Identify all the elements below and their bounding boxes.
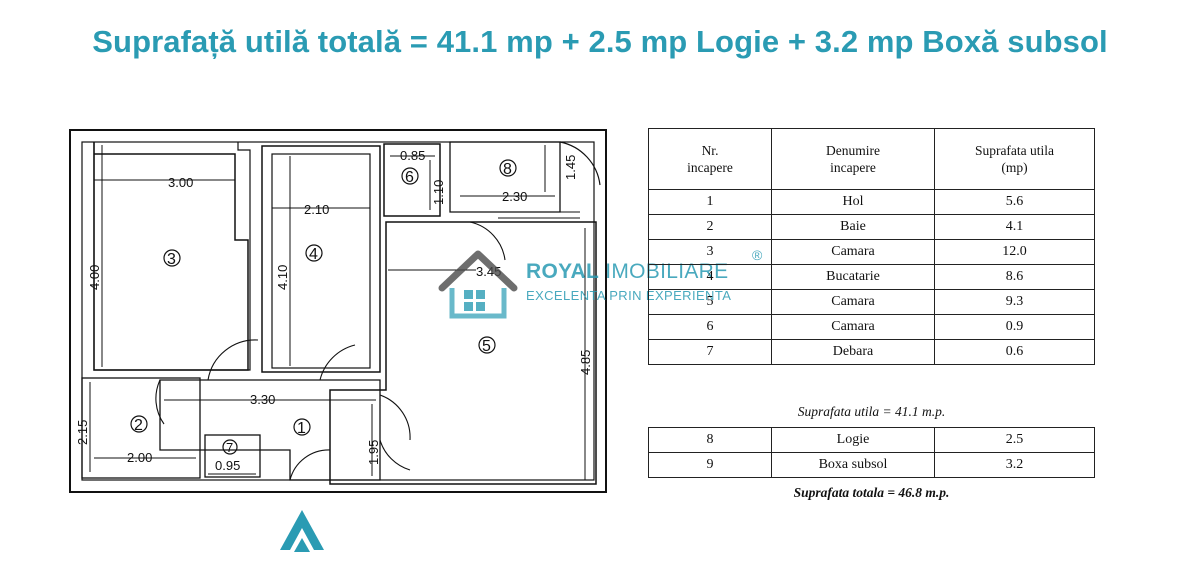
dim-r8-height: 1.45 [563, 155, 578, 180]
dim-r8-width: 2.30 [502, 189, 527, 204]
room-1-number: 1 [297, 420, 306, 437]
room-6-walls [383, 143, 441, 217]
dim-r3-height: 4.00 [87, 265, 102, 290]
room-6-number: 6 [405, 169, 414, 186]
room-4-walls [261, 145, 381, 373]
dim-r2-width: 2.00 [127, 450, 152, 465]
room-8-number: 8 [503, 161, 512, 178]
dim-r2-height: 2.15 [75, 420, 90, 445]
dim-r5-height: 4.85 [578, 350, 593, 375]
room-5-number: 5 [482, 338, 491, 355]
room-7-walls [204, 434, 261, 478]
dim-r3-width: 3.00 [168, 175, 193, 190]
room-2-number: 2 [134, 417, 143, 434]
dim-r7-width: 0.95 [215, 458, 240, 473]
room-5-walls [329, 221, 597, 485]
outer-wall [69, 129, 607, 493]
dim-r6-height: 1.10 [431, 180, 446, 205]
room-7-number: 7 [226, 440, 233, 455]
house-roof-icon [438, 250, 518, 319]
room-3-number: 3 [167, 251, 176, 268]
dim-r4-height: 4.10 [275, 265, 290, 290]
room-4-number: 4 [309, 246, 318, 263]
floor-plan: 3.00 4.00 2.10 4.10 0.85 1.10 2.30 1.45 … [69, 129, 607, 493]
room-2-walls [81, 377, 201, 479]
dim-r4-width: 2.10 [304, 202, 329, 217]
chevron-up-logo-icon [280, 510, 324, 552]
dim-r1-height: 1.95 [366, 440, 381, 465]
page-headline: Suprafață utilă totală = 41.1 mp + 2.5 m… [92, 24, 1108, 59]
useful-area-total: Suprafata utila = 41.1 m.p. [797, 404, 946, 419]
dim-r6-width: 0.85 [400, 148, 425, 163]
dim-r1-width: 3.30 [250, 392, 275, 407]
header-area: Suprafata utila(mp) [934, 128, 1095, 190]
header-nr: Nr.incapere [648, 128, 772, 190]
grand-total: Suprafata totala = 46.8 m.p. [793, 485, 950, 500]
